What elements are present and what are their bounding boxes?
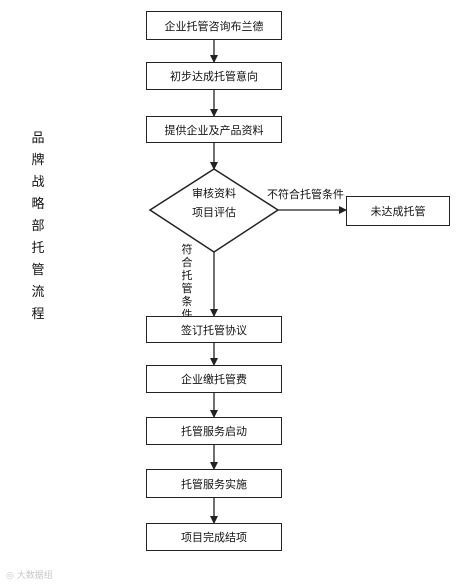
step-finish-label: 项目完成结项 <box>181 531 247 544</box>
side-title-char: 战 <box>31 175 45 190</box>
reject-box: 未达成托管 <box>346 196 450 226</box>
reject-condition-label: 不符合托管条件 <box>267 188 344 201</box>
side-title-char: 程 <box>31 307 45 322</box>
decision-text: 审核资料 项目评估 <box>150 184 278 222</box>
step-intent-label: 初步达成托管意向 <box>170 70 258 83</box>
step-start-box: 托管服务启动 <box>146 417 282 445</box>
side-title-char: 托 <box>31 241 45 256</box>
step-consult-box: 企业托管咨询布兰德 <box>146 11 282 40</box>
accept-label-char: 符 <box>181 243 193 256</box>
side-title-char: 管 <box>31 263 45 278</box>
accept-condition-label: 符合托管条件 <box>180 243 194 321</box>
watermark: ◎ 大数据组 <box>6 568 53 581</box>
step-implement-box: 托管服务实施 <box>146 469 282 498</box>
step-sign-box: 签订托管协议 <box>146 316 282 343</box>
watermark-text: 大数据组 <box>16 571 53 581</box>
step-implement-label: 托管服务实施 <box>181 477 247 491</box>
step-materials-box: 提供企业及产品资料 <box>146 116 282 143</box>
decision-line2: 项目评估 <box>192 206 236 219</box>
accept-label-char: 条 <box>181 295 193 308</box>
step-sign-label: 签订托管协议 <box>181 323 247 337</box>
step-start-label: 托管服务启动 <box>181 425 247 438</box>
step-materials-label: 提供企业及产品资料 <box>164 123 264 137</box>
decision-line1: 审核资料 <box>192 187 236 200</box>
accept-label-char: 托 <box>181 269 193 282</box>
step-pay-box: 企业缴托管费 <box>146 365 282 393</box>
accept-label-char: 件 <box>181 308 193 321</box>
step-pay-label: 企业缴托管费 <box>181 373 247 386</box>
step-intent-box: 初步达成托管意向 <box>146 62 282 90</box>
accept-label-char: 管 <box>181 282 193 295</box>
decision-diamond <box>148 168 280 253</box>
reject-box-label: 未达成托管 <box>370 205 426 218</box>
side-title-char: 牌 <box>31 153 45 168</box>
side-title: 品牌战略部托管流程 <box>28 128 48 326</box>
side-title-char: 略 <box>31 197 45 212</box>
step-finish-box: 项目完成结项 <box>146 523 282 551</box>
watermark-icon: ◎ <box>6 571 14 581</box>
side-title-char: 流 <box>31 285 45 300</box>
step-consult-label: 企业托管咨询布兰德 <box>164 19 264 33</box>
side-title-char: 品 <box>31 131 45 146</box>
accept-label-char: 合 <box>181 256 193 269</box>
side-title-char: 部 <box>31 219 45 234</box>
